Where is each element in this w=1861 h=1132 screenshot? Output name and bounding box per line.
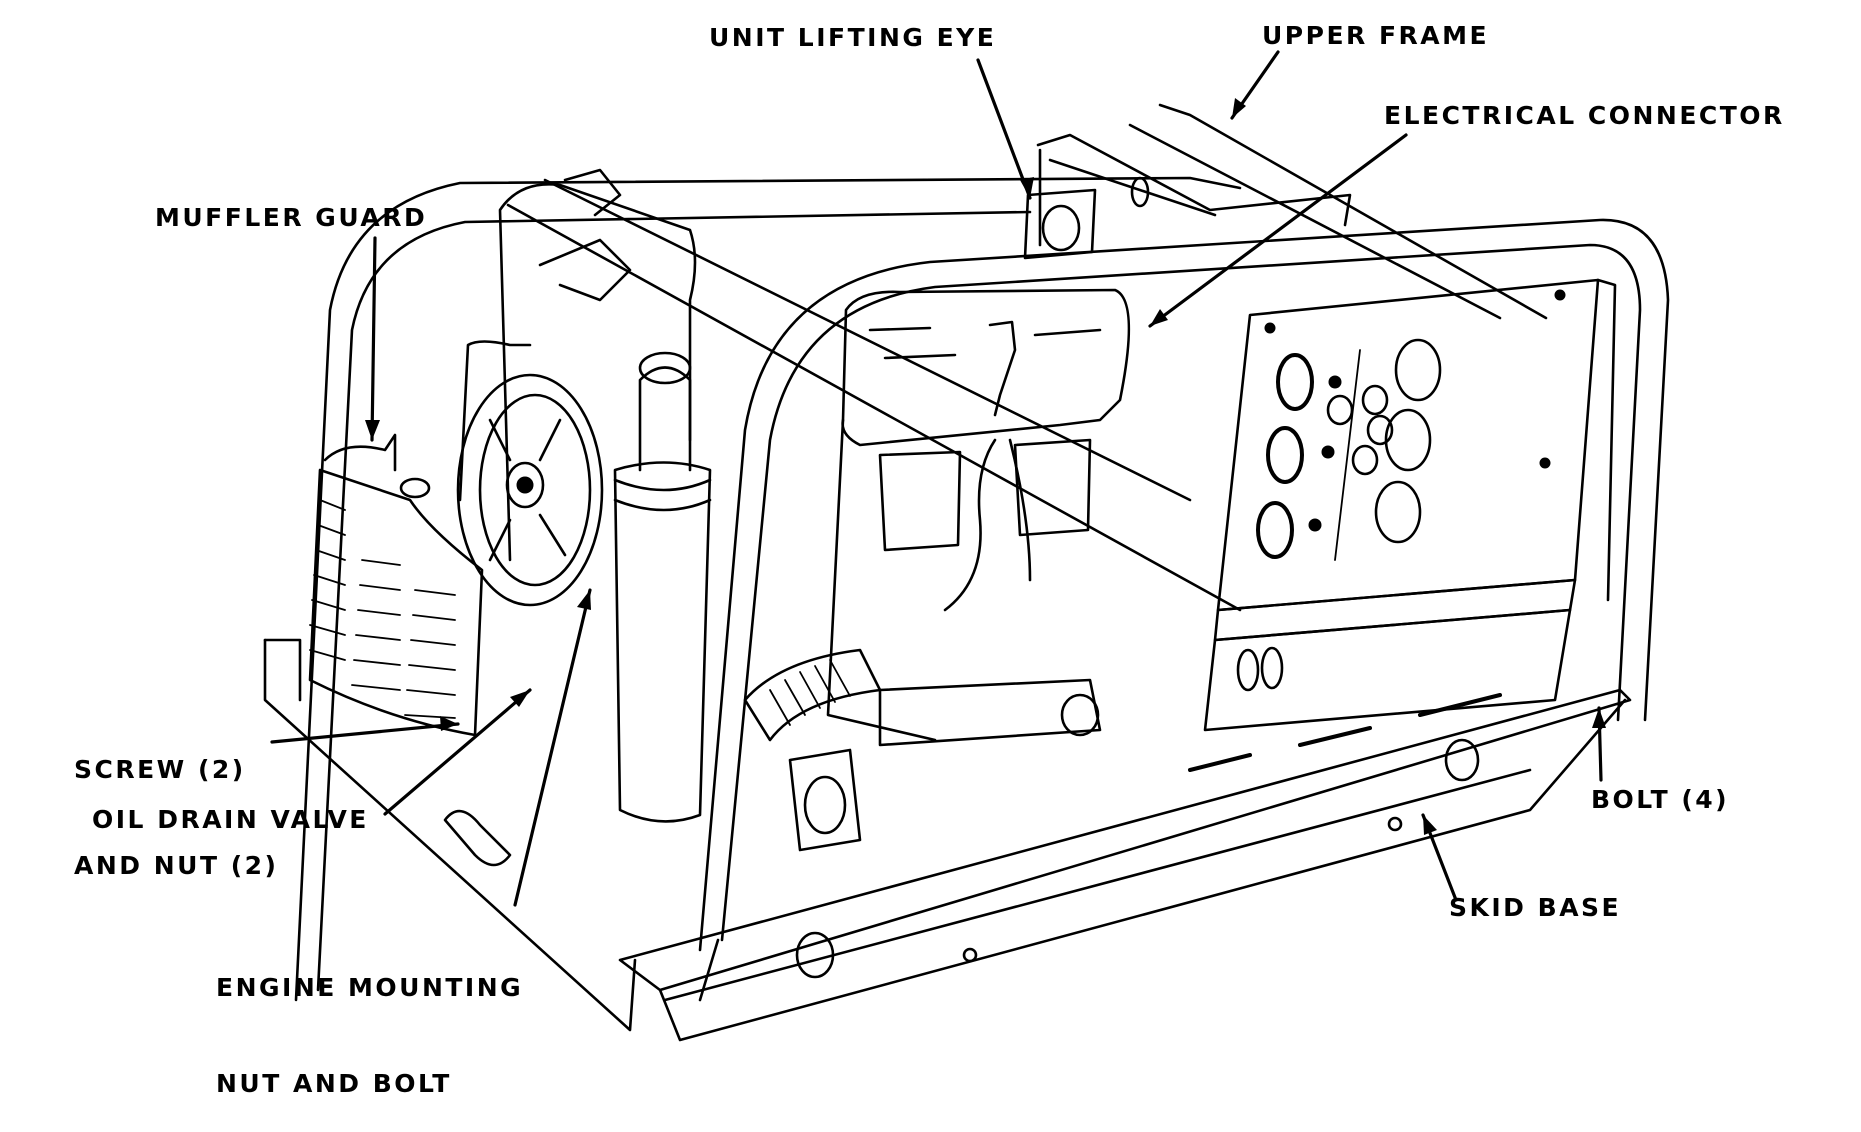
label-muffler-guard: MUFFLER GUARD: [155, 203, 428, 232]
label-unit-lifting-eye: UNIT LIFTING EYE: [709, 23, 997, 52]
leader-screw-nut: [270, 722, 460, 744]
skid-base-drawing: [263, 638, 1632, 1042]
label-electrical-connector: ELECTRICAL CONNECTOR: [1384, 101, 1785, 130]
label-engine-mounting: ENGINE MOUNTING NUT AND BOLT: [216, 908, 523, 1132]
leader-engine-mounting: [513, 588, 592, 907]
air-cleaner: [613, 351, 712, 823]
label-upper-frame: UPPER FRAME: [1262, 21, 1490, 50]
control-panel: [1203, 278, 1617, 732]
lifting-eye-plate: [1023, 188, 1097, 260]
leader-electrical-connector: [1148, 133, 1408, 328]
leader-muffler-guard: [370, 236, 377, 442]
label-bolt: BOLT (4): [1591, 785, 1730, 814]
label-screw-nut-line2: AND NUT (2): [74, 851, 279, 880]
label-skid-base: SKID BASE: [1449, 893, 1622, 922]
label-screw-nut: SCREW (2) AND NUT (2): [74, 690, 278, 914]
front-upper-frame: [698, 103, 1670, 952]
leader-lines: [270, 50, 1606, 907]
label-oil-drain-valve: OIL DRAIN VALVE: [92, 805, 369, 834]
top-control-box: [1023, 133, 1352, 260]
engine-block: [458, 168, 697, 562]
label-engine-mounting-line1: ENGINE MOUNTING: [216, 973, 524, 1002]
label-screw-nut-line1: SCREW (2): [74, 755, 246, 784]
leader-unit-lifting-eye: [976, 58, 1032, 200]
rear-upper-frame: [294, 176, 1242, 1002]
lifting-eye-hole: [1041, 204, 1081, 252]
muffler-guard-drawing: [308, 433, 484, 737]
generator-diagram: [263, 50, 1670, 1042]
generator-housing: [743, 288, 1131, 852]
engine-flywheel: [456, 373, 604, 607]
leader-oil-drain-valve: [383, 688, 532, 816]
label-engine-mounting-line2: NUT AND BOLT: [216, 1069, 452, 1098]
